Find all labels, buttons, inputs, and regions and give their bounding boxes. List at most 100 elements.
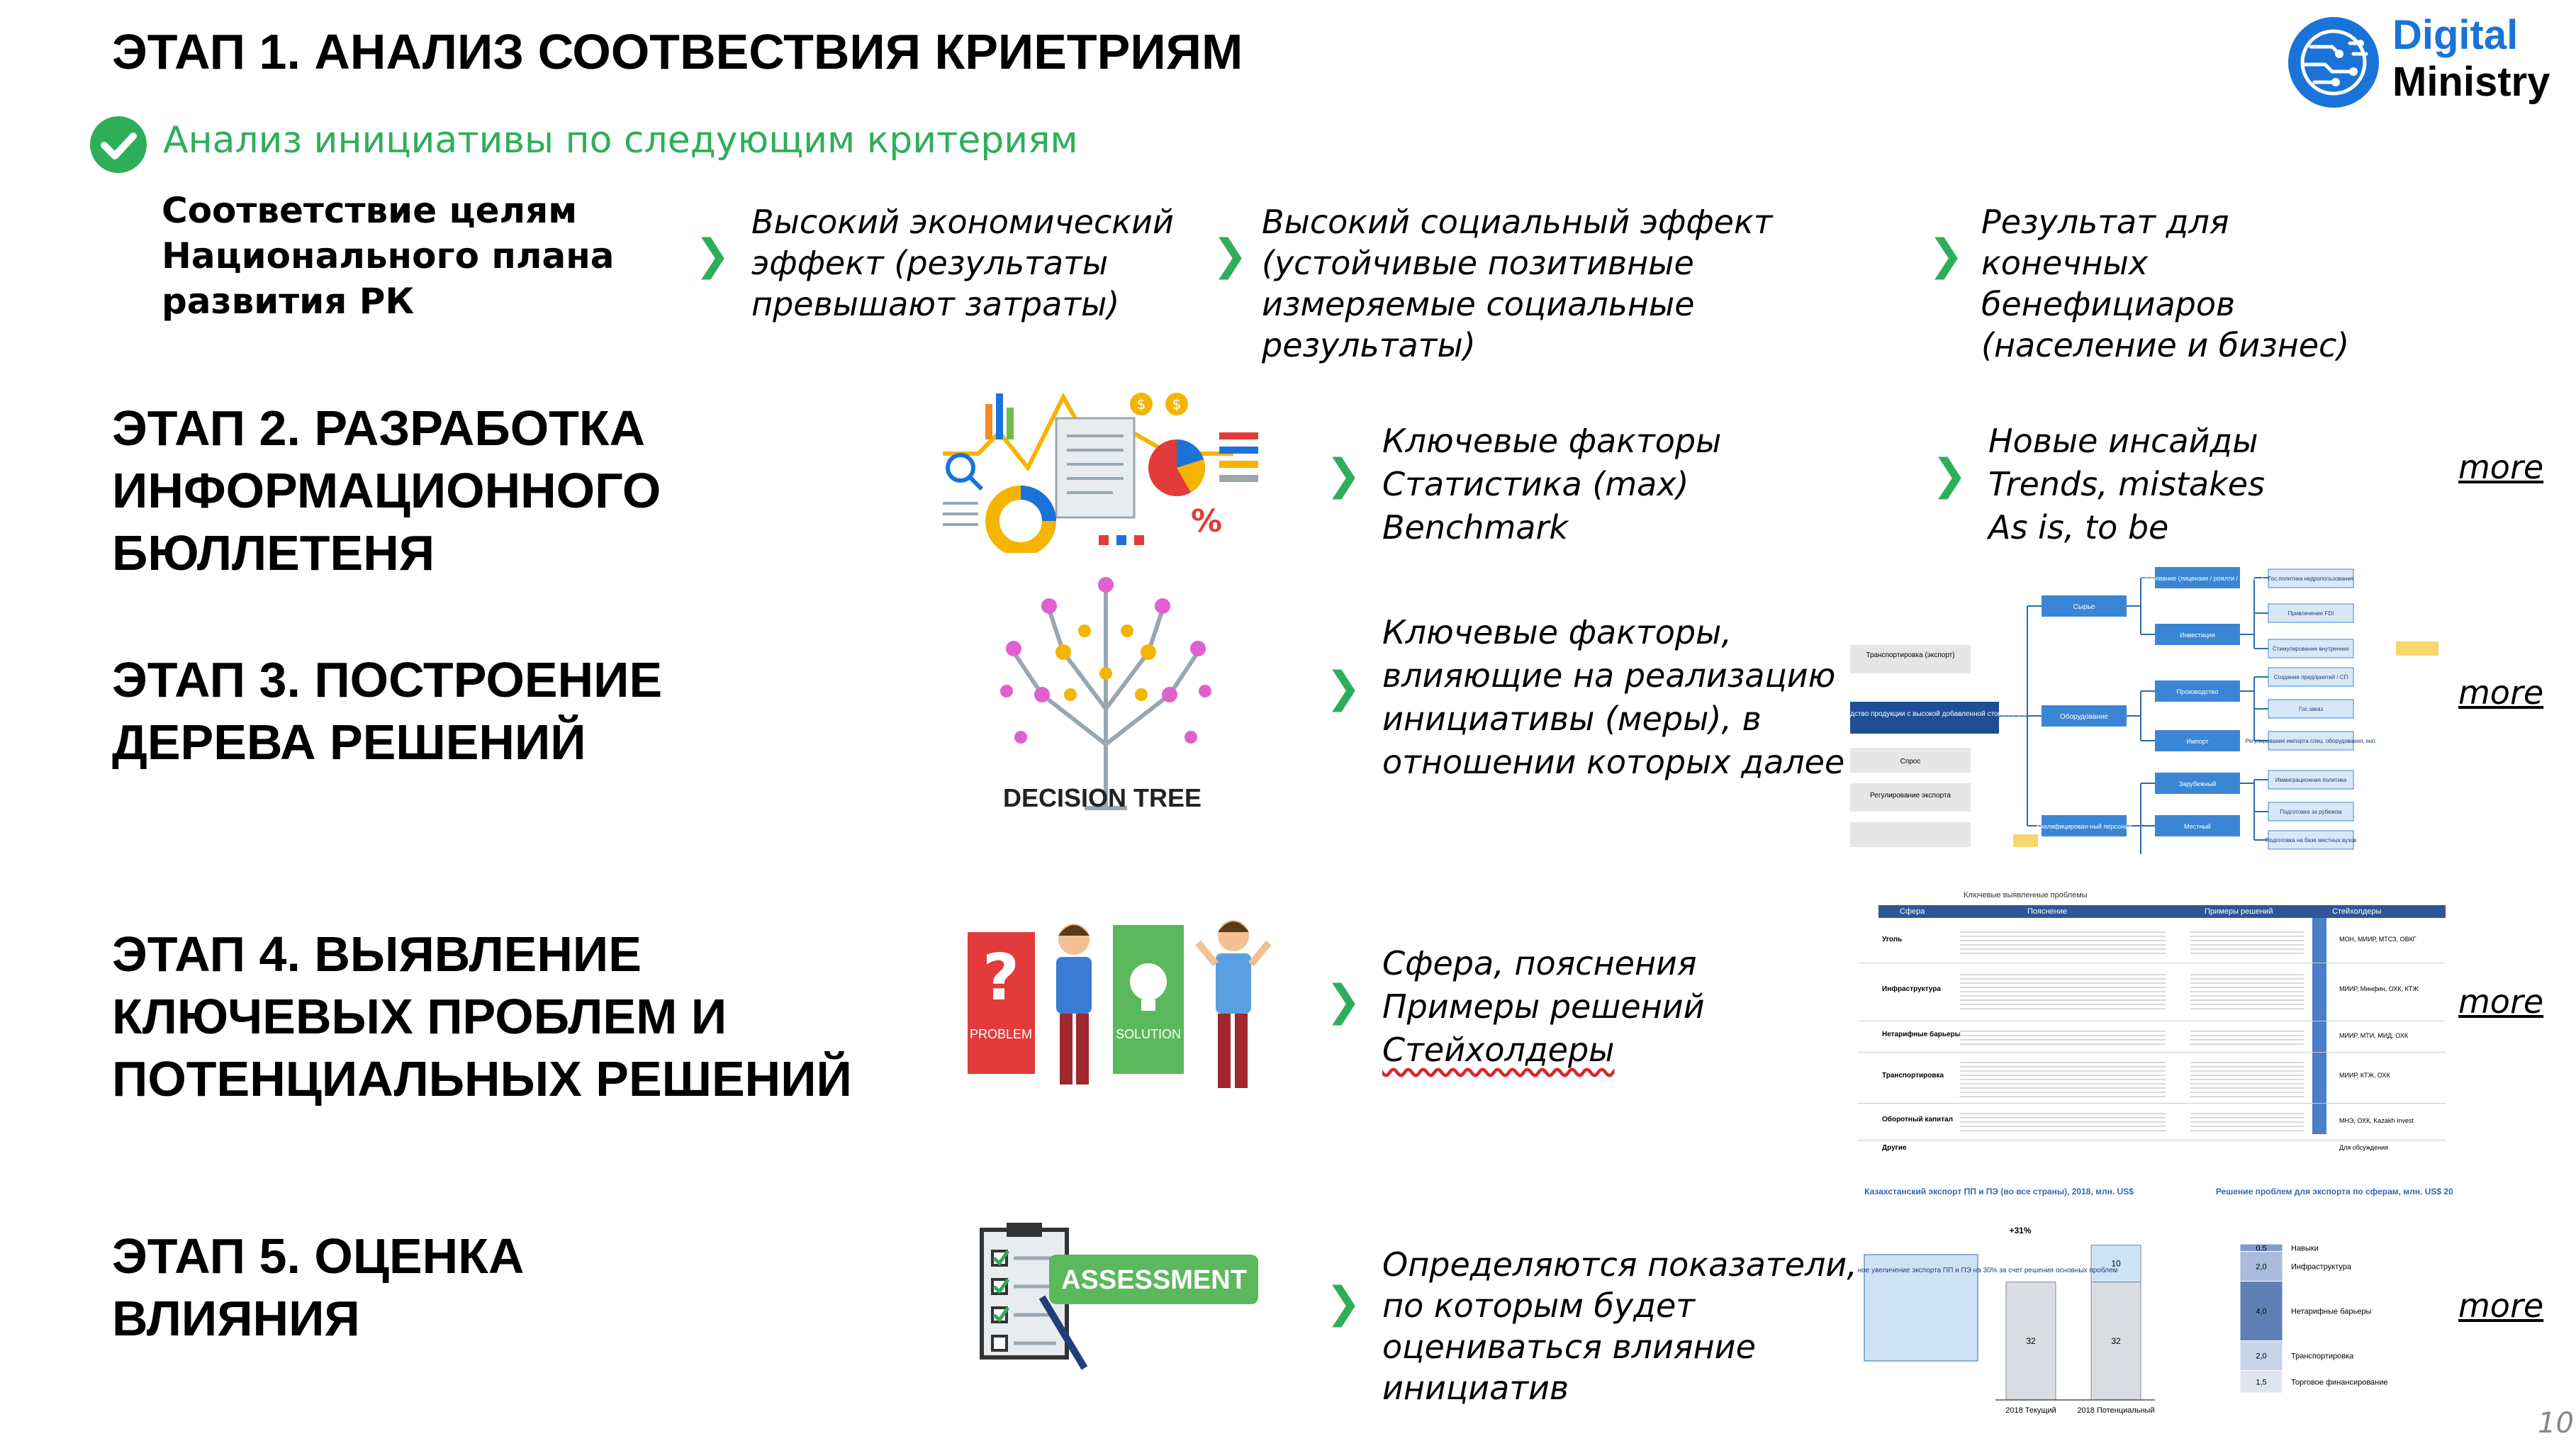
chart1-category-label: 2018 Текущий [2005,1406,2056,1415]
chart1-bar [2005,1282,2056,1401]
tree-r1: Регулирование (лицензии / роялти / цены…… [2132,575,2263,582]
logo-mark-icon [2288,17,2379,108]
solution-label: SOLUTION [1116,1027,1181,1041]
chevron-right-icon: ❯ [695,230,731,280]
impact-charts: Казахстанский экспорт ПП и ПЭ (во все ст… [1725,1180,2463,1418]
table-header-sphere: Сфера [1900,907,1925,916]
bulletin-illustration: $ $ % [936,376,1269,556]
chart1-value-label: 32 [2111,1336,2121,1346]
tree-left1: Транспортировка (экспорт) [1866,651,1954,659]
tree-r6: Местный [2184,823,2211,830]
chevron-right-icon: ❯ [1326,450,1362,500]
tree-f2: Привлечение FDI [2288,610,2334,617]
chevron-right-icon: ❯ [1326,1278,1362,1328]
impact-note: Анализ влияния показывает потенциальное … [1857,1266,2118,1274]
stage1-title: ЭТАП 1. АНАЛИЗ СООТВЕСТВИЯ КРИЕТРИЯМ [112,24,1243,79]
table-row: Оборотный капитал МНЭ, ОХК, Kazakh Inves… [1857,1104,2446,1140]
stage5-more-link[interactable]: more [2458,1287,2544,1325]
tree-mid3: Квалифицирован-ный персонал [2037,823,2132,830]
stage5-title: ЭТАП 5. ОЦЕНКА ВЛИЯНИЯ [112,1228,525,1346]
chevron-right-icon: ❯ [1932,450,1968,500]
chevron-right-icon: ❯ [1212,230,1248,280]
decision-tree-illustration [978,567,1248,819]
chart2-segment [2239,1251,2283,1282]
chart1-value-label: 10 [2111,1259,2121,1269]
chevron-right-icon: ❯ [1326,976,1362,1026]
stage5-indicators: Определяются показатели, по которым буде… [1382,1245,1857,1407]
tree-root: Производство продукции с высокой добавле… [1850,710,2027,718]
chart1-title: Казахстанский экспорт ПП и ПЭ (во все ст… [1864,1187,2134,1196]
stage3-more-link[interactable]: more [2458,673,2544,712]
problems-table: Ключевые выявленные проблемы Сфера Поясн… [1857,890,2446,1155]
tree-r2: Инвестиции [2180,632,2215,639]
stage2-title: ЭТАП 2. РАЗРАБОТКА ИНФОРМАЦИОННОГО БЮЛЛЕ… [112,400,661,581]
svg-text:$: $ [1137,396,1146,413]
chevron-right-icon: ❯ [1326,663,1362,712]
tree-f6: Регулирование импорта спец. оборудования… [2245,738,2376,744]
tree-f7: Иммиграционная политика [2275,777,2347,783]
stage3-title: ЭТАП 3. ПОСТРОЕНИЕ ДЕРЕВА РЕШЕНИЙ [112,652,663,770]
logo: Digital Ministry [2283,10,2566,116]
tree-f9: Подготовка на базе местных вузов [2266,837,2357,844]
stage4-title: ЭТАП 4. ВЫЯВЛЕНИЕ КЛЮЧЕВЫХ ПРОБЛЕМ И ПОТ… [112,926,852,1106]
chart2-value-label: 2,0 [2256,1263,2266,1272]
table-row: Другие Для обсуждения [1882,1144,2389,1152]
tree-f1: Гос.политика недропользования [2268,576,2353,582]
growth-badge: +31% [2009,1226,2031,1235]
assessment-label: ASSESSMENT [1061,1265,1247,1295]
stage2-factors: Ключевые факторы Статистика (max) Benchm… [1382,422,1722,547]
criterion-social: Высокий социальный эффект (устойчивые по… [1262,203,1773,364]
chart2-segment [2239,1281,2283,1341]
chart2-value-label: 0,5 [2256,1244,2266,1252]
tree-f4: Создание предприятий / СП [2274,674,2348,680]
tree-f8: Подготовка за рубежом [2280,809,2341,815]
tree-mid2: Оборудование [2060,712,2108,721]
decision-tree-diagram: Транспортировка (экспорт) Производство п… [1822,564,2446,861]
chart1-bar [2090,1245,2141,1283]
criterion-beneficiaries: Результат для конечных бенефициаров (нас… [1981,203,2350,364]
chart2-category-label: Транспортировка [2291,1352,2354,1361]
tree-mid1: Сырье [2073,603,2095,611]
tree-left3: Регулирование экспорта [1870,792,1951,800]
chart1-value-label: 32 [2026,1336,2036,1346]
table-row: Инфраструктура МИИР, Минфин, ОХК, КТЖ [1857,964,2446,1021]
chart2-value-label: 1,5 [2256,1378,2266,1386]
chart2-value-label: 4,0 [2256,1308,2266,1316]
problems-table-caption: Ключевые выявленные проблемы [1964,891,2088,899]
chart2-segment [2239,1370,2283,1394]
svg-text:%: % [1191,503,1222,539]
stage3-factors: Ключевые факторы, влияющие на реализацию… [1382,613,1845,781]
chart2-category-label: Нетарифные барьеры [2291,1308,2371,1316]
chart2-title: Решение проблем для экспорта по сферам, … [2216,1187,2453,1196]
stage4-more-link[interactable]: more [2458,982,2544,1021]
criteria-subtitle: Анализ инициативы по следующим критериям [163,119,1078,162]
tree-r5: Зарубежный [2179,780,2216,788]
chart2-category-label: Торговое финансирование [2291,1378,2388,1386]
svg-text:$: $ [1172,396,1182,413]
criterion-economic: Высокий экономический эффект (результаты… [751,203,1174,323]
stage4-line1: Сфера, пояснения [1382,944,1697,982]
tree-r3: Производство [2177,688,2219,695]
criterion-national-plan: Соответствие целям Национального плана р… [162,190,615,322]
problem-label: PROBLEM [970,1027,1032,1041]
chevron-right-icon: ❯ [1928,230,1964,280]
stage2-more-link[interactable]: more [2458,448,2544,486]
chart1-category-label: 2018 Потенциальный [2077,1406,2154,1415]
tree-f5: Гос.заказ [2299,706,2324,712]
stage2-insights: Новые инсайды Trends, mistakes As is, to… [1988,422,2265,547]
table-header-solutions: Примеры решений [2205,907,2273,916]
assessment-illustration: ASSESSMENT [971,1219,1269,1386]
check-circle-icon [89,115,148,178]
chart2-category-label: Инфраструктура [2291,1263,2352,1272]
tree-f3: Стимулирование внутренних [2273,646,2349,652]
table-row: Нетарифные барьеры МИИР, МТИ, МИД, ОХК [1857,1022,2446,1053]
table-header-explanation: Пояснение [2027,907,2068,916]
table-row: Транспортировка МИИР, КТЖ, ОХК [1857,1053,2446,1104]
decision-tree-label: DECISION TREE [1003,783,1202,812]
chart2-category-label: Навыки [2291,1244,2319,1252]
tree-left2: Спрос [1900,758,1921,766]
logo-line2: Ministry [2392,59,2550,105]
table-row: Уголь МОН, МИИР, МТСЗ, ОВКГ [1857,921,2446,963]
logo-line1: Digital [2392,12,2519,58]
problem-solution-illustration: ? PROBLEM SOLUTION [964,914,1283,1102]
